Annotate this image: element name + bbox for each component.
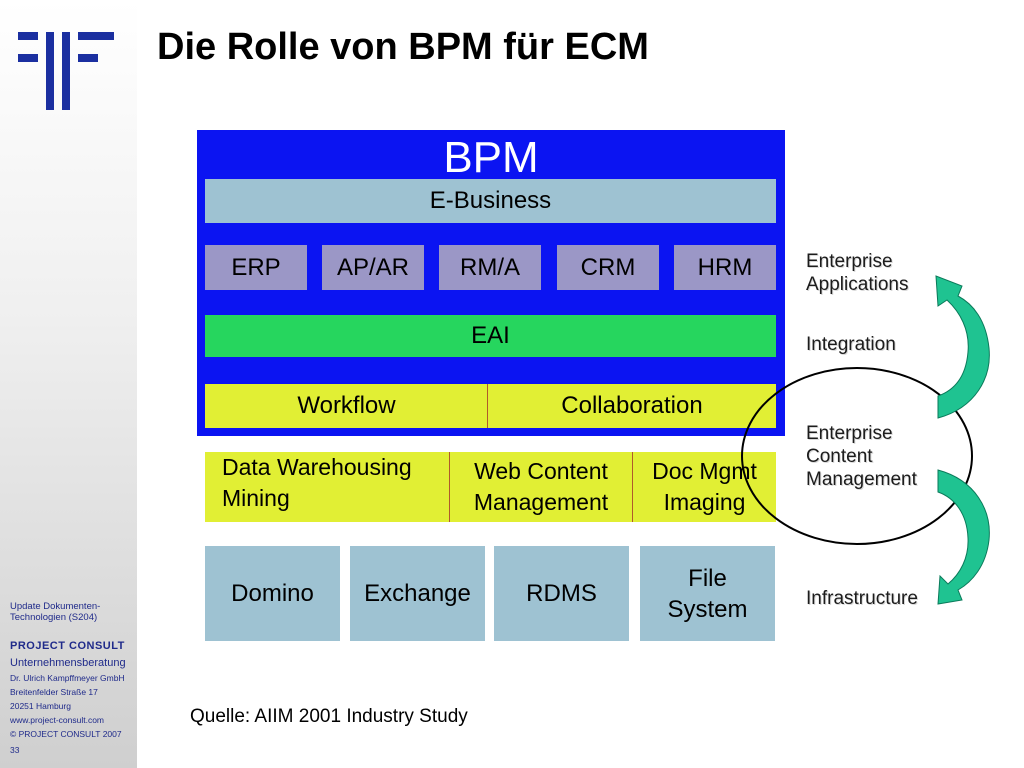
infra-line: File [688, 564, 727, 592]
ecm-line: Management [473, 489, 609, 515]
course-line-2: Technologien (S204) [10, 612, 98, 623]
ecm-ellipse [741, 367, 973, 545]
company-city: 20251 Hamburg [10, 701, 71, 711]
company-web: www.project-consult.com [10, 715, 105, 725]
workflow-box: Workflow [205, 384, 488, 428]
infra-line: RDMS [526, 580, 597, 607]
circular-arrow-down-icon [937, 469, 990, 605]
sidebar: Update Dokumenten- Technologien (S204) P… [0, 0, 137, 768]
ecm-line: Imaging [663, 489, 746, 515]
infra-line: Exchange [364, 580, 471, 607]
company-subtitle: Unternehmensberatung [10, 657, 126, 669]
ecm-line: Web Content [474, 458, 608, 484]
label-integration: Integration [806, 334, 896, 355]
label-ecm: Enterprise Content Management [806, 422, 917, 491]
bpm-label: BPM [443, 133, 539, 182]
infra-line: System [667, 595, 748, 623]
label-line: Enterprise [806, 423, 893, 444]
label-infrastructure: Infrastructure [806, 588, 918, 609]
label-line: Applications [806, 274, 909, 295]
project-consult-logo [18, 32, 114, 110]
infra-box-rdms: RDMS [494, 546, 629, 641]
ecm-line: Mining [222, 485, 290, 511]
page-number: 33 [10, 745, 20, 755]
infra-box-exchange: Exchange [350, 546, 485, 641]
collaboration-box: Collaboration [488, 384, 776, 428]
ecm-separator-1 [449, 452, 450, 522]
app-box-crm: CRM [557, 245, 659, 290]
label-line: Enterprise [806, 251, 893, 272]
ecm-box-web-content: Web Content Management [450, 452, 632, 522]
infra-box-file-system: File System [640, 546, 775, 641]
page-title: Die Rolle von BPM für ECM [157, 26, 649, 68]
ecm-line: Data Warehousing [222, 454, 412, 480]
ecm-box-data-warehousing: Data Warehousing Mining [205, 452, 449, 522]
ecm-separator-2 [632, 452, 633, 522]
eai-bar: EAI [205, 315, 776, 357]
company-owner: Dr. Ulrich Kampffmeyer GmbH [10, 673, 125, 683]
app-box-apar: AP/AR [322, 245, 424, 290]
circular-arrow-up-icon [935, 275, 990, 419]
app-box-erp: ERP [205, 245, 307, 290]
label-line: Management [806, 469, 917, 490]
label-enterprise-applications: Enterprise Applications [806, 250, 908, 296]
copyright: © PROJECT CONSULT 2007 [10, 729, 122, 739]
source-citation: Quelle: AIIM 2001 Industry Study [190, 706, 468, 727]
course-line-1: Update Dokumenten- [10, 601, 101, 612]
company-name: PROJECT CONSULT [10, 640, 125, 652]
company-street: Breitenfelder Straße 17 [10, 687, 98, 697]
ebusiness-bar: E-Business [205, 179, 776, 223]
app-box-rma: RM/A [439, 245, 541, 290]
infra-box-domino: Domino [205, 546, 340, 641]
infra-line: Domino [231, 580, 314, 607]
ecm-box-doc-mgmt: Doc Mgmt Imaging [633, 452, 776, 522]
ecm-line: Doc Mgmt [652, 458, 757, 484]
workflow-separator [487, 384, 488, 428]
app-box-hrm: HRM [674, 245, 776, 290]
label-line: Content [806, 446, 873, 467]
